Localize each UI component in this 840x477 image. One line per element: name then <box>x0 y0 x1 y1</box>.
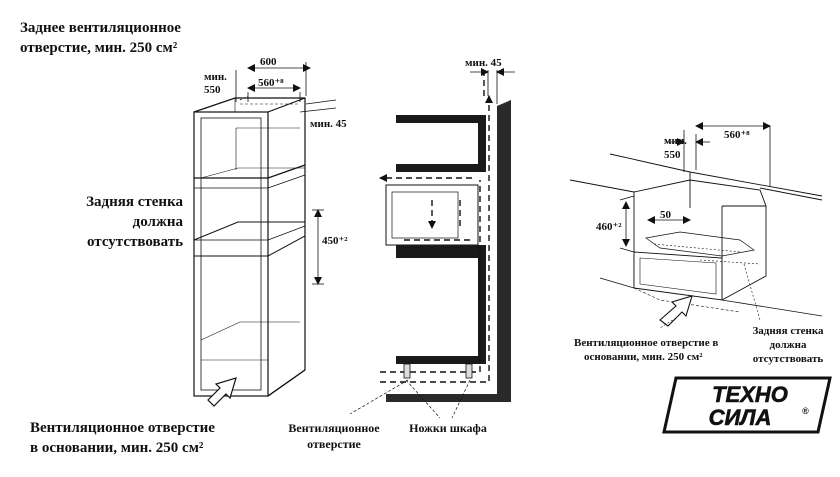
right-labels: мин. 550 560⁺⁸ 460⁺² 50 Вентиляционное о… <box>574 129 824 365</box>
logo-registered-mark: ® <box>802 406 809 416</box>
no-wall-label-3: отсутствовать <box>87 234 183 250</box>
dim-top-45: мин. 45 <box>465 57 502 69</box>
base-vent-label-1: Вентиляционное отверстие <box>30 420 215 436</box>
right-dimensions <box>619 122 771 253</box>
logo-line-2: СИЛА <box>709 405 772 430</box>
rear-vent-label-2: отверстие, мин. 250 см² <box>20 40 178 56</box>
legs-label: Ножки шкафа <box>409 421 487 435</box>
right-no-wall-label-1: Задняя стенка <box>752 325 824 337</box>
left-labels: Заднее вентиляционное отверстие, мин. 25… <box>20 20 348 456</box>
middle-vent-label-1: Вентиляционное <box>288 421 380 435</box>
base-vent-label-2: в основании, мин. 250 см² <box>30 440 204 456</box>
dim-width-600: 600 <box>260 56 277 68</box>
under-counter-drawing <box>569 153 823 329</box>
dim-inner-560: 560⁺⁸ <box>258 77 284 89</box>
right-dim-min-550: 550 <box>664 149 681 161</box>
dim-min-label: мин. <box>204 71 227 83</box>
middle-labels: мин. 45 Вентиляционное отверстие Ножки ш… <box>288 57 502 451</box>
no-wall-label-2: должна <box>133 214 184 230</box>
right-dim-50: 50 <box>660 209 672 221</box>
dim-height-450: 450⁺² <box>322 235 348 247</box>
right-no-wall-label-2: должна <box>770 339 807 351</box>
rear-vent-label-1: Заднее вентиляционное <box>20 20 181 36</box>
right-no-wall-label-3: отсутствовать <box>753 353 824 365</box>
logo-line-1: ТЕХНО <box>712 382 788 407</box>
right-vent-label-1: Вентиляционное отверстие в <box>574 337 718 349</box>
left-dimensions <box>235 62 337 285</box>
dim-min-550: 550 <box>204 84 221 96</box>
airflow-section <box>349 68 515 419</box>
no-wall-label-1: Задняя стенка <box>86 194 183 210</box>
dim-depth-45: мин. 45 <box>310 118 347 130</box>
middle-vent-label-2: отверстие <box>307 437 361 451</box>
tall-cabinet-drawing <box>193 97 306 407</box>
right-vent-label-2: основании, мин. 250 см² <box>584 351 703 363</box>
right-dim-min-label: мин. <box>664 135 687 147</box>
tehnosila-logo: ТЕХНО СИЛА ® <box>662 376 832 434</box>
right-dim-inner-560: 560⁺⁸ <box>724 129 750 141</box>
right-dim-height-460: 460⁺² <box>596 221 622 233</box>
